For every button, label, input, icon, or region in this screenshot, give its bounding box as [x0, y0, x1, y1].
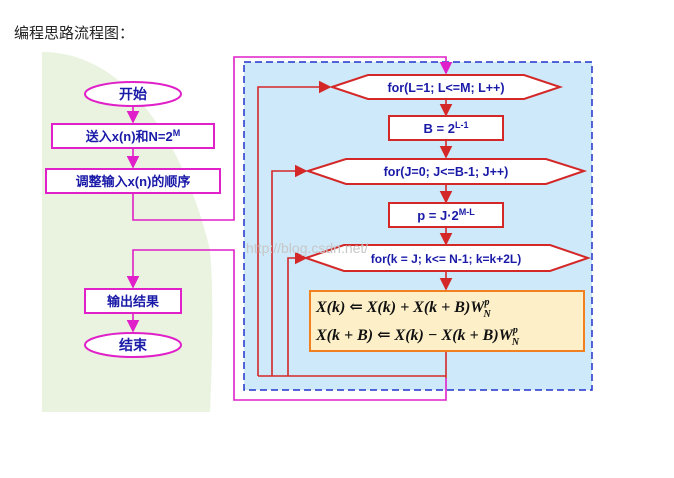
page-title: 编程思路流程图：: [14, 24, 135, 42]
loop-back-J: [271, 164, 308, 376]
loop-k-label: for(k = J; k<= N-1; k=k+2L): [371, 252, 521, 266]
start-label: 开始: [119, 86, 147, 102]
loop-L-node: [328, 74, 564, 100]
end-label: 结束: [119, 337, 148, 353]
butterfly-box: [309, 290, 585, 352]
start-node: [84, 81, 182, 107]
watermark: http://blog.csdn.net/: [246, 240, 368, 256]
loop-k-node: [302, 244, 592, 272]
reorder-node: [45, 168, 221, 194]
reorder-label: 调整输入x(n)的顺序: [76, 174, 191, 189]
loop-L-label: for(L=1; L<=M; L++): [387, 81, 504, 95]
input-label: 送入x(n)和N=2M: [85, 128, 181, 144]
connector-reorder-to-loops: [132, 56, 453, 221]
loop-back-L: [257, 80, 332, 376]
loop-J-node: [304, 158, 588, 185]
assign-p-label: p = J·2M-L: [417, 207, 475, 223]
output-node: [84, 288, 182, 314]
assign-B-label: B = 2L-1: [424, 120, 469, 136]
end-node: [84, 332, 182, 358]
loop-back-k: [287, 251, 308, 376]
connector-loops-to-output: [126, 249, 447, 401]
loop-J-label: for(J=0; J<=B-1; J++): [384, 165, 509, 179]
input-node: [51, 123, 215, 149]
output-label: 输出结果: [107, 294, 159, 309]
assign-p-node: [388, 202, 504, 228]
assign-B-node: [388, 115, 504, 141]
